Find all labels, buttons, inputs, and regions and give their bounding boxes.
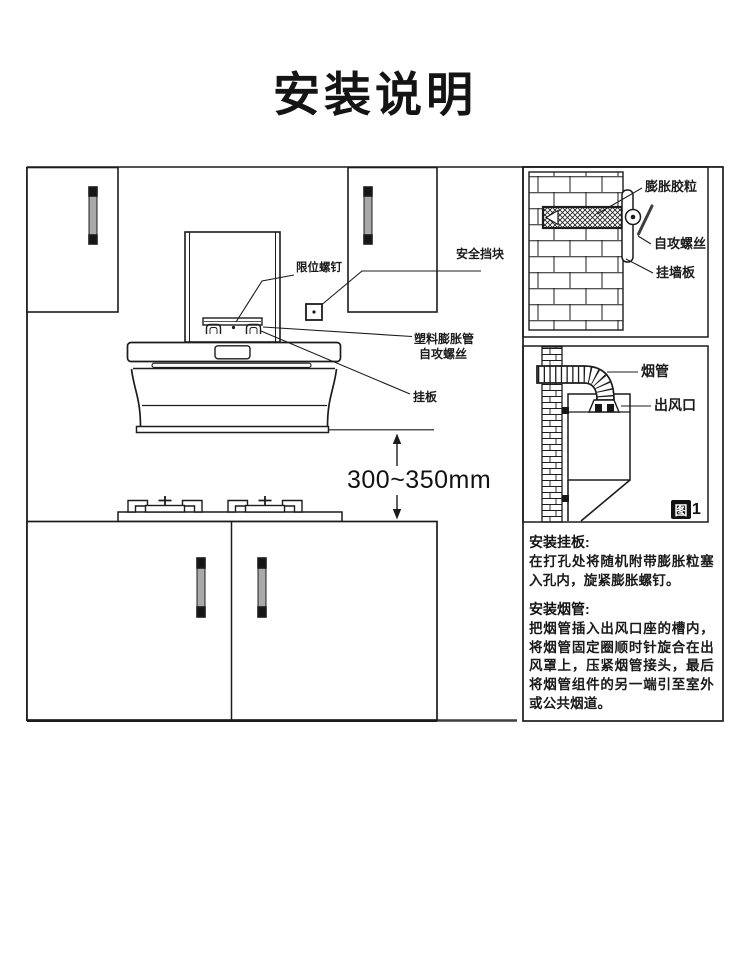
figure-tag-number: 1	[692, 500, 701, 518]
dimension-value: 300~350mm	[344, 466, 495, 495]
plug-tip	[544, 209, 559, 226]
self-tapping-screw	[637, 204, 654, 236]
wall-plate	[621, 189, 634, 263]
duct-figure	[522, 345, 709, 523]
base-cabinet	[26, 520, 438, 721]
figure-tag: 图 1	[671, 500, 701, 519]
dimension-arrow	[328, 429, 434, 520]
kitchen-scene	[26, 166, 723, 722]
label-air-outlet: 出风口	[654, 397, 696, 413]
flue-column	[541, 346, 563, 523]
label-limit-screw: 限位螺钉	[296, 262, 342, 274]
page-title: 安装说明	[273, 68, 477, 121]
detail-panel	[522, 166, 724, 722]
instructions: 安装挂板: 在打孔处将随机附带膨胀粒塞入孔内，旋紧膨胀螺钉。 安装烟管: 把烟管…	[529, 532, 714, 722]
hood-chimney	[184, 231, 281, 343]
label-wall-plate: 挂墙板	[656, 265, 696, 280]
range-hood	[126, 341, 342, 434]
label-safety-block: 安全挡块	[456, 247, 505, 261]
label-expansion-plug: 膨胀胶粒	[645, 179, 698, 194]
label-self-tapping-screw: 自攻螺丝	[419, 347, 468, 361]
wall-cabinet-left	[26, 166, 119, 313]
callout-leaders	[235, 270, 481, 395]
instruction-body-hanging-plate: 在打孔处将随机附带膨胀粒塞入孔内，旋紧膨胀螺钉。	[529, 554, 714, 588]
figure-tag-char: 图	[671, 500, 691, 519]
gas-stove	[117, 495, 343, 523]
instruction-heading-hanging-plate: 安装挂板:	[529, 534, 590, 550]
label-hanging-plate: 挂板	[413, 390, 438, 404]
label-plastic-expansion-tube: 塑料膨胀管	[414, 332, 475, 346]
hood-control-panel	[214, 345, 251, 360]
brick-wall	[528, 171, 624, 331]
instruction-body-smoke-pipe: 把烟管插入出风口座的槽内，将烟管固定圈顺时针旋合在出风罩上，压紧烟管接头，最后将…	[529, 621, 714, 711]
instruction-heading-smoke-pipe: 安装烟管:	[529, 601, 590, 618]
hood-vent-slot	[151, 362, 312, 368]
label-anchor-screw: 自攻螺丝	[654, 236, 707, 251]
anchor-figure	[522, 166, 709, 338]
hanging-plate-bracket	[202, 317, 263, 334]
label-smoke-pipe: 烟管	[641, 363, 669, 379]
air-outlet-collar	[587, 399, 621, 413]
wall-cabinet-right	[347, 166, 438, 313]
burner-right	[227, 495, 303, 513]
burner-left	[127, 495, 203, 513]
